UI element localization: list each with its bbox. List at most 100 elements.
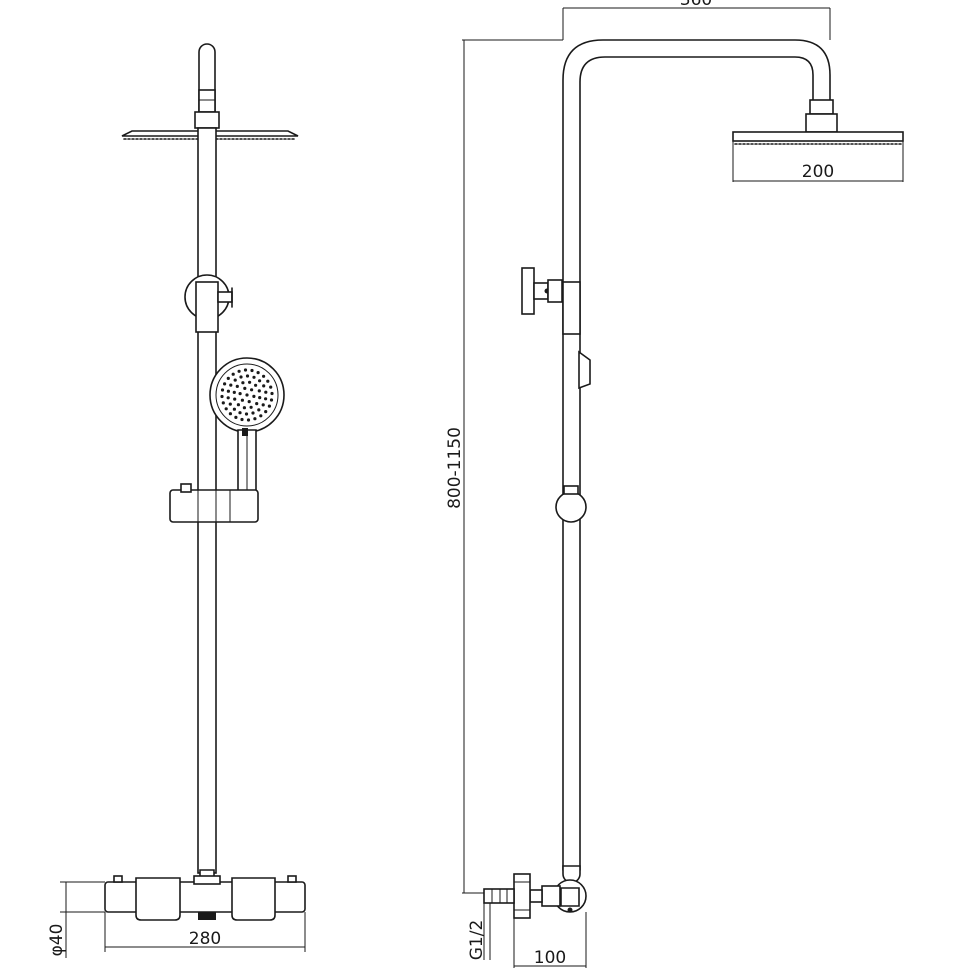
side-head-connector <box>809 99 834 115</box>
nozzle-dot <box>247 400 251 404</box>
side-hand-shower <box>578 350 591 390</box>
side-arm-inner <box>579 56 814 871</box>
nozzle-dot <box>269 385 273 389</box>
front-hand-shower-nozzles <box>220 368 274 422</box>
front-slide-holder <box>169 489 259 523</box>
side-view: 200 360 800-1150 <box>445 0 904 968</box>
side-bracket-clamp <box>547 279 563 303</box>
nozzle-dot <box>266 379 270 383</box>
nozzle-dot <box>226 396 230 400</box>
front-arm <box>198 43 216 113</box>
nozzle-dot <box>235 384 239 388</box>
nozzle-dot <box>233 397 237 401</box>
label-inlet-thread: G1/2 <box>467 920 487 961</box>
label-height-range: 800-1150 <box>445 427 465 509</box>
dim-head-width: 200 <box>733 162 903 182</box>
side-bracket-sleeve <box>562 281 581 335</box>
nozzle-dot <box>229 383 233 387</box>
nozzle-dot <box>245 374 250 378</box>
side-union-nut <box>541 885 561 907</box>
nozzle-dot <box>250 388 254 392</box>
nozzle-dot <box>243 368 248 372</box>
nozzle-dot <box>261 403 265 407</box>
label-mixer-diameter: φ40 <box>47 924 67 957</box>
nozzle-dot <box>252 394 256 398</box>
front-mixer-outlet <box>193 875 221 885</box>
side-overhead-shower-head <box>732 131 904 142</box>
nozzle-dot <box>240 398 244 402</box>
label-head-width: 200 <box>802 162 834 182</box>
nozzle-dot <box>226 389 230 393</box>
nozzle-dot <box>239 375 243 379</box>
side-slide-holder <box>555 491 587 523</box>
nozzle-dot <box>258 396 262 400</box>
nozzle-dot <box>264 410 268 414</box>
front-bracket-clamp <box>195 281 219 333</box>
nozzle-dot <box>270 391 274 396</box>
side-head-nut <box>805 113 838 133</box>
front-bracket-screw <box>217 291 233 303</box>
nozzle-dot <box>231 372 235 376</box>
front-mixer-knob-right <box>231 877 276 921</box>
dim-mixer-width: 280 <box>104 912 306 952</box>
dim-mixer-diameter: φ40 <box>47 881 105 958</box>
nozzle-dot <box>252 375 256 379</box>
nozzle-dot <box>224 407 228 411</box>
side-inlet-thread <box>483 888 515 904</box>
nozzle-dot <box>249 405 253 409</box>
front-arm-joint <box>198 89 216 113</box>
nozzle-dot <box>262 374 266 378</box>
nozzle-dot <box>251 411 255 415</box>
label-mixer-width: 280 <box>189 929 221 949</box>
nozzle-dot <box>234 415 238 419</box>
nozzle-dot <box>232 390 236 394</box>
front-view: 280 φ40 <box>47 43 306 958</box>
front-head-connector <box>194 111 220 129</box>
nozzle-dot <box>223 382 227 386</box>
nozzle-dot <box>254 383 258 387</box>
nozzle-dot <box>256 371 260 375</box>
label-top-reach: 360 <box>680 0 712 10</box>
nozzle-dot <box>253 417 257 421</box>
nozzle-dot <box>269 398 274 402</box>
nozzle-dot <box>257 389 261 393</box>
nozzle-dot <box>267 404 271 408</box>
side-wall-flange <box>513 873 531 919</box>
nozzle-dot <box>237 369 241 373</box>
nozzle-dot <box>264 390 268 394</box>
nozzle-dot <box>240 417 244 422</box>
side-eccentric <box>529 889 543 903</box>
dim-wall-offset: 100 <box>513 912 587 968</box>
dim-inlet-thread: G1/2 <box>467 889 491 961</box>
nozzle-dot <box>232 407 236 411</box>
nozzle-dot <box>246 418 251 422</box>
front-mixer-bottom-outlet <box>198 912 216 920</box>
nozzle-dot <box>236 403 240 407</box>
nozzle-dot <box>242 406 246 410</box>
nozzle-dot <box>257 408 261 412</box>
side-wall-plate <box>521 267 535 315</box>
nozzle-dot <box>258 379 262 383</box>
nozzle-dot <box>238 392 242 396</box>
nozzle-dot <box>238 411 242 415</box>
dim-height-range: 800-1150 <box>445 39 563 894</box>
nozzle-dot <box>228 402 232 406</box>
nozzle-dot <box>244 412 249 416</box>
nozzle-dot <box>250 368 254 373</box>
nozzle-dot <box>245 393 249 397</box>
nozzle-dot <box>226 376 230 380</box>
dim-top-reach: 360 <box>562 0 831 40</box>
nozzle-dot <box>221 401 225 405</box>
nozzle-dot <box>220 388 225 392</box>
nozzle-dot <box>264 397 268 401</box>
nozzle-dot <box>243 386 247 390</box>
nozzle-dot <box>259 414 263 418</box>
nozzle-dot <box>228 412 232 416</box>
nozzle-dot <box>233 378 237 382</box>
nozzle-dot <box>248 380 252 384</box>
nozzle-dot <box>262 384 266 388</box>
side-arm-outer <box>562 39 831 871</box>
nozzle-dot <box>241 381 245 385</box>
nozzle-dot <box>255 402 259 406</box>
